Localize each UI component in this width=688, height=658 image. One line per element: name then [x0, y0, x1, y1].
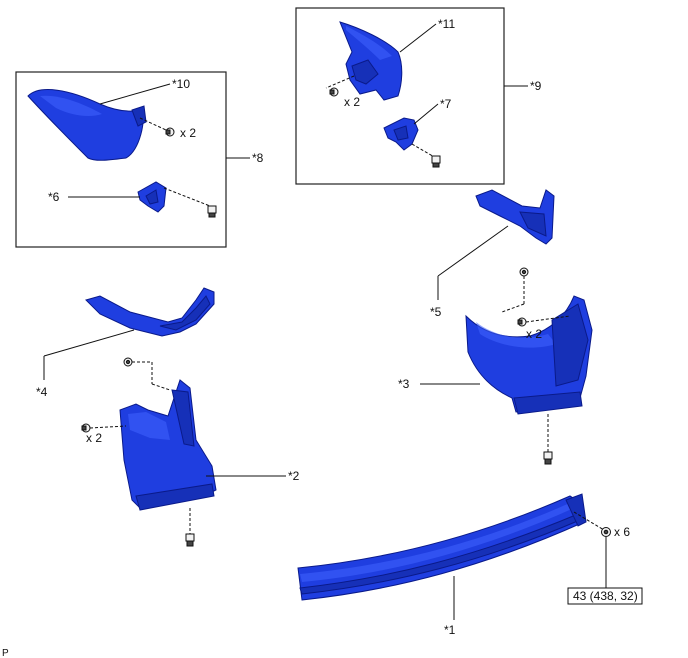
part-4-bracket	[85, 287, 215, 337]
bolt-icon	[431, 155, 441, 168]
leader-4	[43, 329, 135, 357]
part-3-fender-liner	[465, 295, 593, 415]
bolt-icon	[207, 205, 217, 218]
torque-spec-box	[567, 587, 643, 605]
bolt-icon	[329, 87, 339, 97]
callout-3: *3	[398, 377, 410, 391]
part-1-bumper-reinforcement	[297, 493, 587, 601]
callout-1: *1	[444, 623, 456, 637]
fastener-path-2	[89, 425, 127, 429]
quantity-part-11: x 2	[344, 95, 360, 109]
bolt-icon	[517, 317, 527, 327]
part-11-bracket	[339, 21, 403, 101]
torque-spec: 43 (438, 32)	[573, 589, 638, 603]
fastener-path-11	[325, 75, 355, 89]
fastener-path-3	[525, 315, 571, 323]
quantity-part-10: x 2	[180, 126, 196, 140]
nut-icon	[601, 527, 611, 537]
callout-5: *5	[430, 305, 442, 319]
part-10-fender-cover	[27, 89, 147, 161]
fastener-path-4c	[151, 383, 171, 391]
part-5-bracket	[475, 189, 555, 245]
callout-7: *7	[440, 97, 452, 111]
callout-10: *10	[172, 77, 190, 91]
part-7-bracket	[383, 117, 419, 151]
bolt-icon	[185, 533, 195, 547]
bolt-icon	[81, 423, 91, 433]
callout-11: *11	[438, 17, 455, 31]
fastener-path-5b	[501, 303, 525, 313]
callout-8: *8	[252, 151, 264, 165]
bolt-icon	[165, 127, 175, 137]
part-6-bracket	[137, 181, 167, 213]
callout-6: *6	[48, 190, 60, 204]
callout-2: *2	[288, 469, 300, 483]
leader-7	[413, 103, 439, 125]
leader-5	[437, 225, 509, 277]
part-2-fender-liner	[119, 379, 217, 511]
clip-icon	[519, 267, 529, 277]
quantity-part-3: x 2	[526, 327, 542, 341]
group-box-9	[295, 7, 505, 185]
quantity-part-2: x 2	[86, 431, 102, 445]
quantity-part-1: x 6	[614, 525, 630, 539]
fastener-path-6	[163, 187, 211, 207]
leader-11	[399, 23, 437, 53]
fastener-path-1	[573, 511, 605, 531]
clip-icon	[123, 357, 133, 367]
bolt-icon	[543, 451, 553, 465]
callout-4: *4	[36, 385, 48, 399]
leader-10	[99, 83, 171, 105]
corner-mark: P	[2, 648, 9, 658]
group-box-8	[15, 71, 227, 248]
callout-9: *9	[530, 79, 542, 93]
